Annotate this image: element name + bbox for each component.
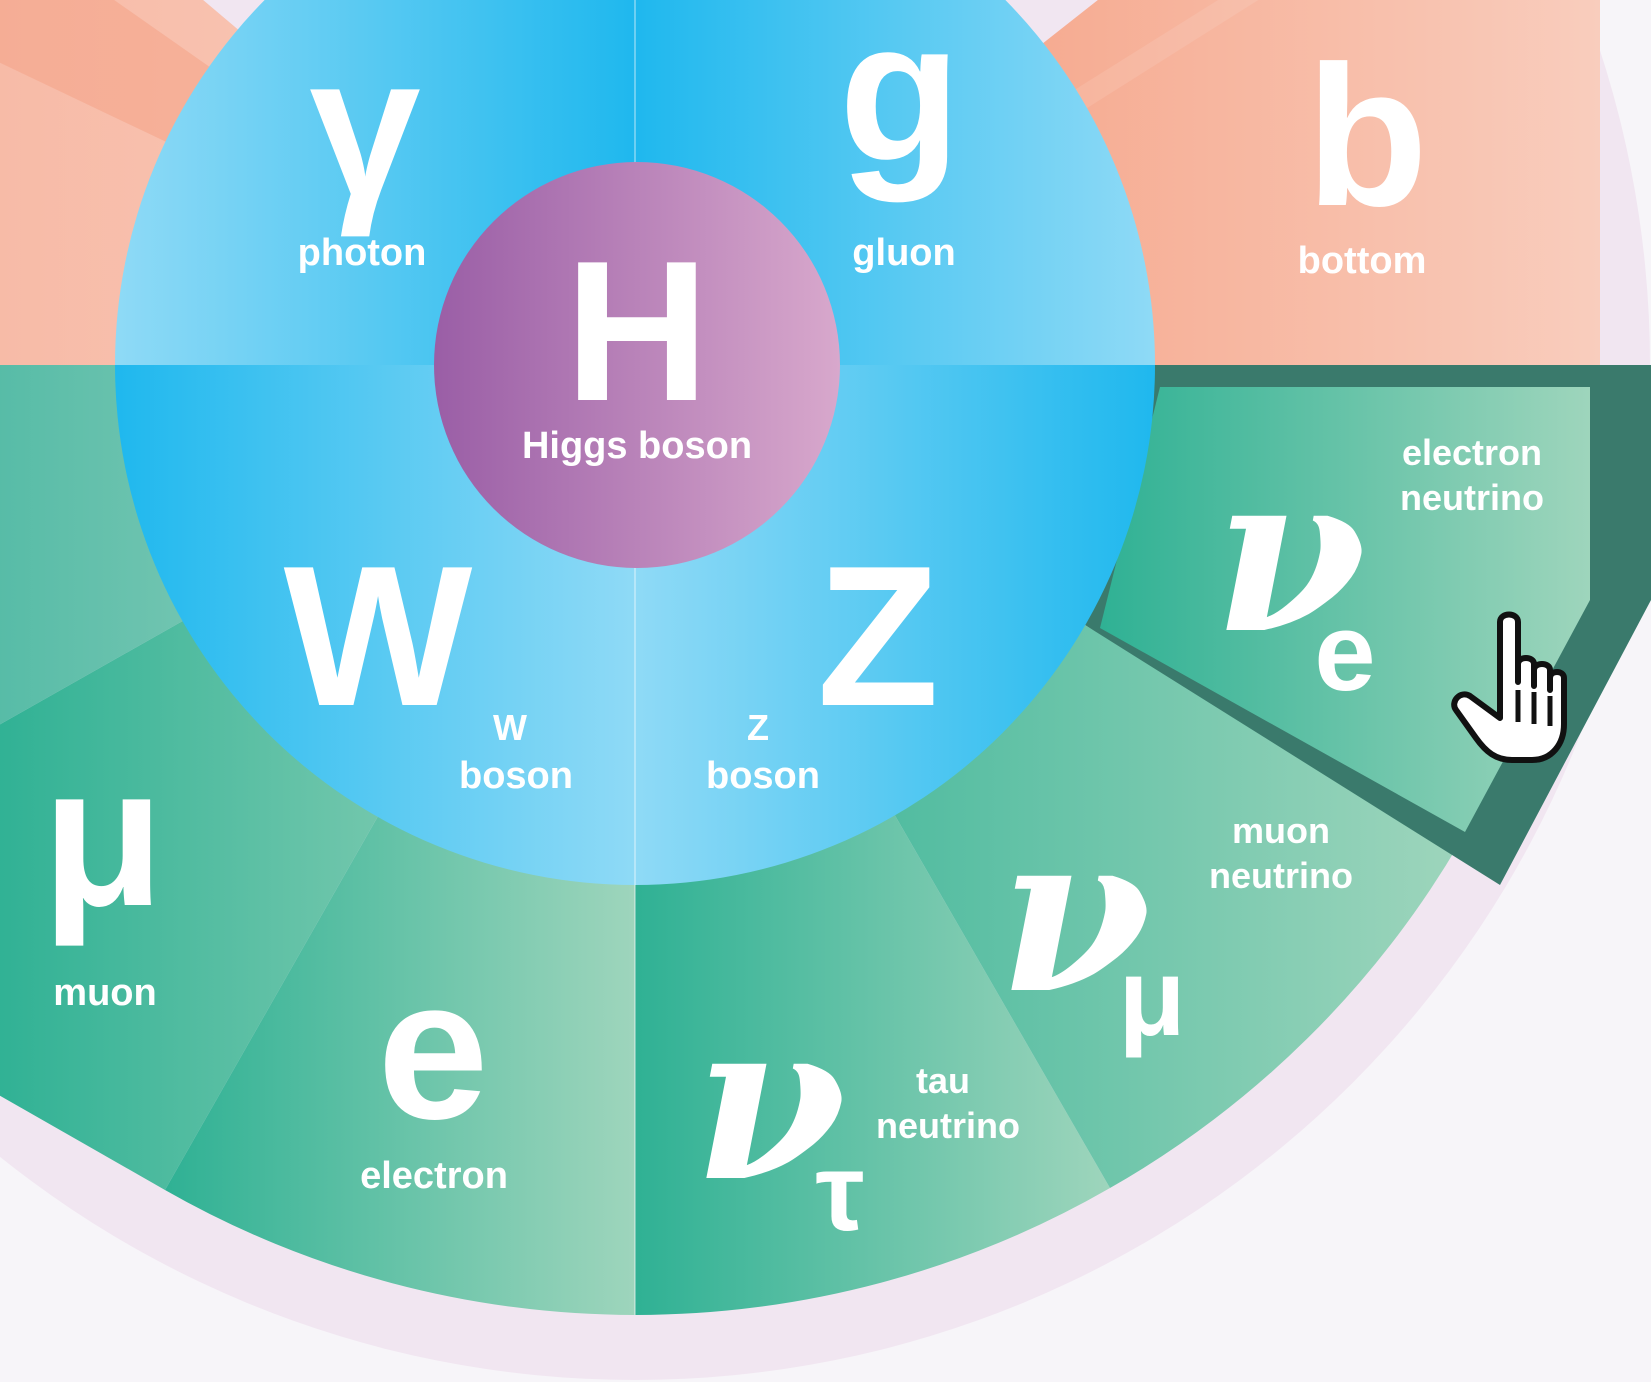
higgs-label: Higgs boson xyxy=(522,425,752,467)
bottom-symbol: b xyxy=(1306,25,1428,248)
gluon-label: gluon xyxy=(852,232,955,274)
electron-neutrino-label-line2: neutrino xyxy=(1400,477,1544,518)
w-boson-label-line1: W xyxy=(493,707,527,748)
electron-neutrino-symbol: ν xyxy=(1214,423,1367,682)
electron-neutrino-subscript: e xyxy=(1314,591,1375,714)
muon-neutrino-label-line1: muon xyxy=(1232,810,1330,851)
electron-symbol: e xyxy=(377,938,488,1161)
pointing-hand-cursor-icon xyxy=(1451,611,1567,763)
tau-neutrino-symbol: ν xyxy=(694,971,847,1230)
photon-symbol: γ xyxy=(309,15,420,238)
higgs-symbol: H xyxy=(565,220,709,443)
electron-neutrino-label-line1: electron xyxy=(1402,432,1542,473)
w-boson-symbol: W xyxy=(284,525,473,748)
photon-label: photon xyxy=(298,232,427,274)
z-boson-label-line2: boson xyxy=(706,755,820,797)
electron-label: electron xyxy=(360,1155,508,1197)
tau-neutrino-label-line1: tau xyxy=(916,1060,970,1101)
z-boson-symbol: Z xyxy=(817,525,939,748)
z-boson-label-line1: Z xyxy=(747,707,769,748)
gluon-symbol: g xyxy=(839,0,961,203)
muon-neutrino-subscript: μ xyxy=(1118,936,1185,1059)
muon-neutrino-symbol: ν xyxy=(999,783,1152,1042)
tau-neutrino-subscript: τ xyxy=(815,1131,864,1254)
muon-label: muon xyxy=(53,972,156,1014)
muon-neutrino-label-line2: neutrino xyxy=(1209,855,1353,896)
higgs-circle[interactable] xyxy=(434,162,840,568)
bottom-label: bottom xyxy=(1298,240,1427,282)
muon-symbol: μ xyxy=(42,725,164,948)
tau-neutrino-label-line2: neutrino xyxy=(876,1105,1020,1146)
w-boson-label-line2: boson xyxy=(459,755,573,797)
